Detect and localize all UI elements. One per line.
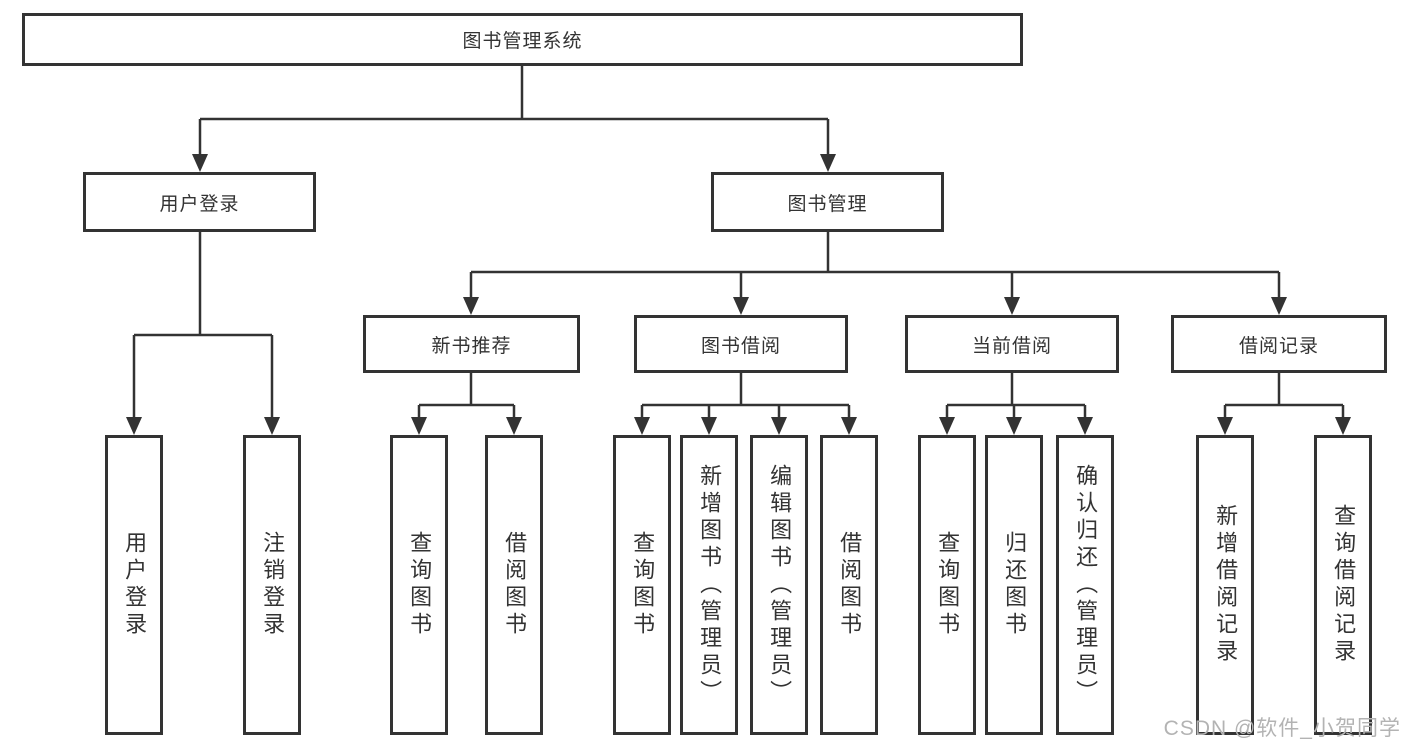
- leaf-query-borrow-record-label: 查询借阅记录: [1331, 504, 1357, 666]
- node-user-login: 用户登录: [83, 172, 316, 232]
- leaf-borrow-books-1-label: 借阅图书: [502, 531, 528, 639]
- leaf-add-books-admin-label: 新增图书（管理员）: [697, 463, 723, 707]
- node-current-borrow: 当前借阅: [905, 315, 1119, 373]
- leaf-add-books-admin: 新增图书（管理员）: [680, 435, 738, 735]
- node-user-login-label: 用户登录: [159, 193, 240, 215]
- node-new-book-recommend-label: 新书推荐: [431, 335, 512, 357]
- leaf-query-books-1: 查询图书: [390, 435, 448, 735]
- leaf-logout: 注销登录: [243, 435, 301, 735]
- leaf-query-books-3: 查询图书: [918, 435, 976, 735]
- node-new-book-recommend: 新书推荐: [363, 315, 580, 373]
- leaf-query-books-1-label: 查询图书: [407, 531, 433, 639]
- node-borrow-records-label: 借阅记录: [1238, 335, 1319, 357]
- leaf-return-books-label: 归还图书: [1002, 531, 1028, 639]
- leaf-user-login-label: 用户登录: [122, 531, 148, 639]
- node-book-management-label: 图书管理: [787, 193, 868, 215]
- leaf-edit-books-admin-label: 编辑图书（管理员）: [767, 463, 793, 707]
- leaf-query-books-2-label: 查询图书: [630, 531, 656, 639]
- leaf-confirm-return-admin-label: 确认归还（管理员）: [1073, 463, 1099, 707]
- leaf-logout-label: 注销登录: [260, 531, 286, 639]
- leaf-add-borrow-record: 新增借阅记录: [1196, 435, 1254, 735]
- node-borrow-records: 借阅记录: [1171, 315, 1387, 373]
- leaf-add-borrow-record-label: 新增借阅记录: [1213, 504, 1239, 666]
- leaf-borrow-books-2: 借阅图书: [820, 435, 878, 735]
- node-book-management: 图书管理: [711, 172, 944, 232]
- leaf-query-borrow-record: 查询借阅记录: [1314, 435, 1372, 735]
- node-book-borrow: 图书借阅: [634, 315, 848, 373]
- leaf-query-books-2: 查询图书: [613, 435, 671, 735]
- leaf-user-login: 用户登录: [105, 435, 163, 735]
- leaf-confirm-return-admin: 确认归还（管理员）: [1056, 435, 1114, 735]
- leaf-borrow-books-1: 借阅图书: [485, 435, 543, 735]
- leaf-edit-books-admin: 编辑图书（管理员）: [750, 435, 808, 735]
- leaf-return-books: 归还图书: [985, 435, 1043, 735]
- node-current-borrow-label: 当前借阅: [971, 335, 1052, 357]
- leaf-query-books-3-label: 查询图书: [935, 531, 961, 639]
- node-book-borrow-label: 图书借阅: [700, 335, 781, 357]
- leaf-borrow-books-2-label: 借阅图书: [837, 531, 863, 639]
- node-root-label: 图书管理系统: [462, 31, 583, 52]
- node-root: 图书管理系统: [22, 13, 1023, 66]
- csdn-watermark: CSDN @软件_小贺同学: [1163, 717, 1401, 740]
